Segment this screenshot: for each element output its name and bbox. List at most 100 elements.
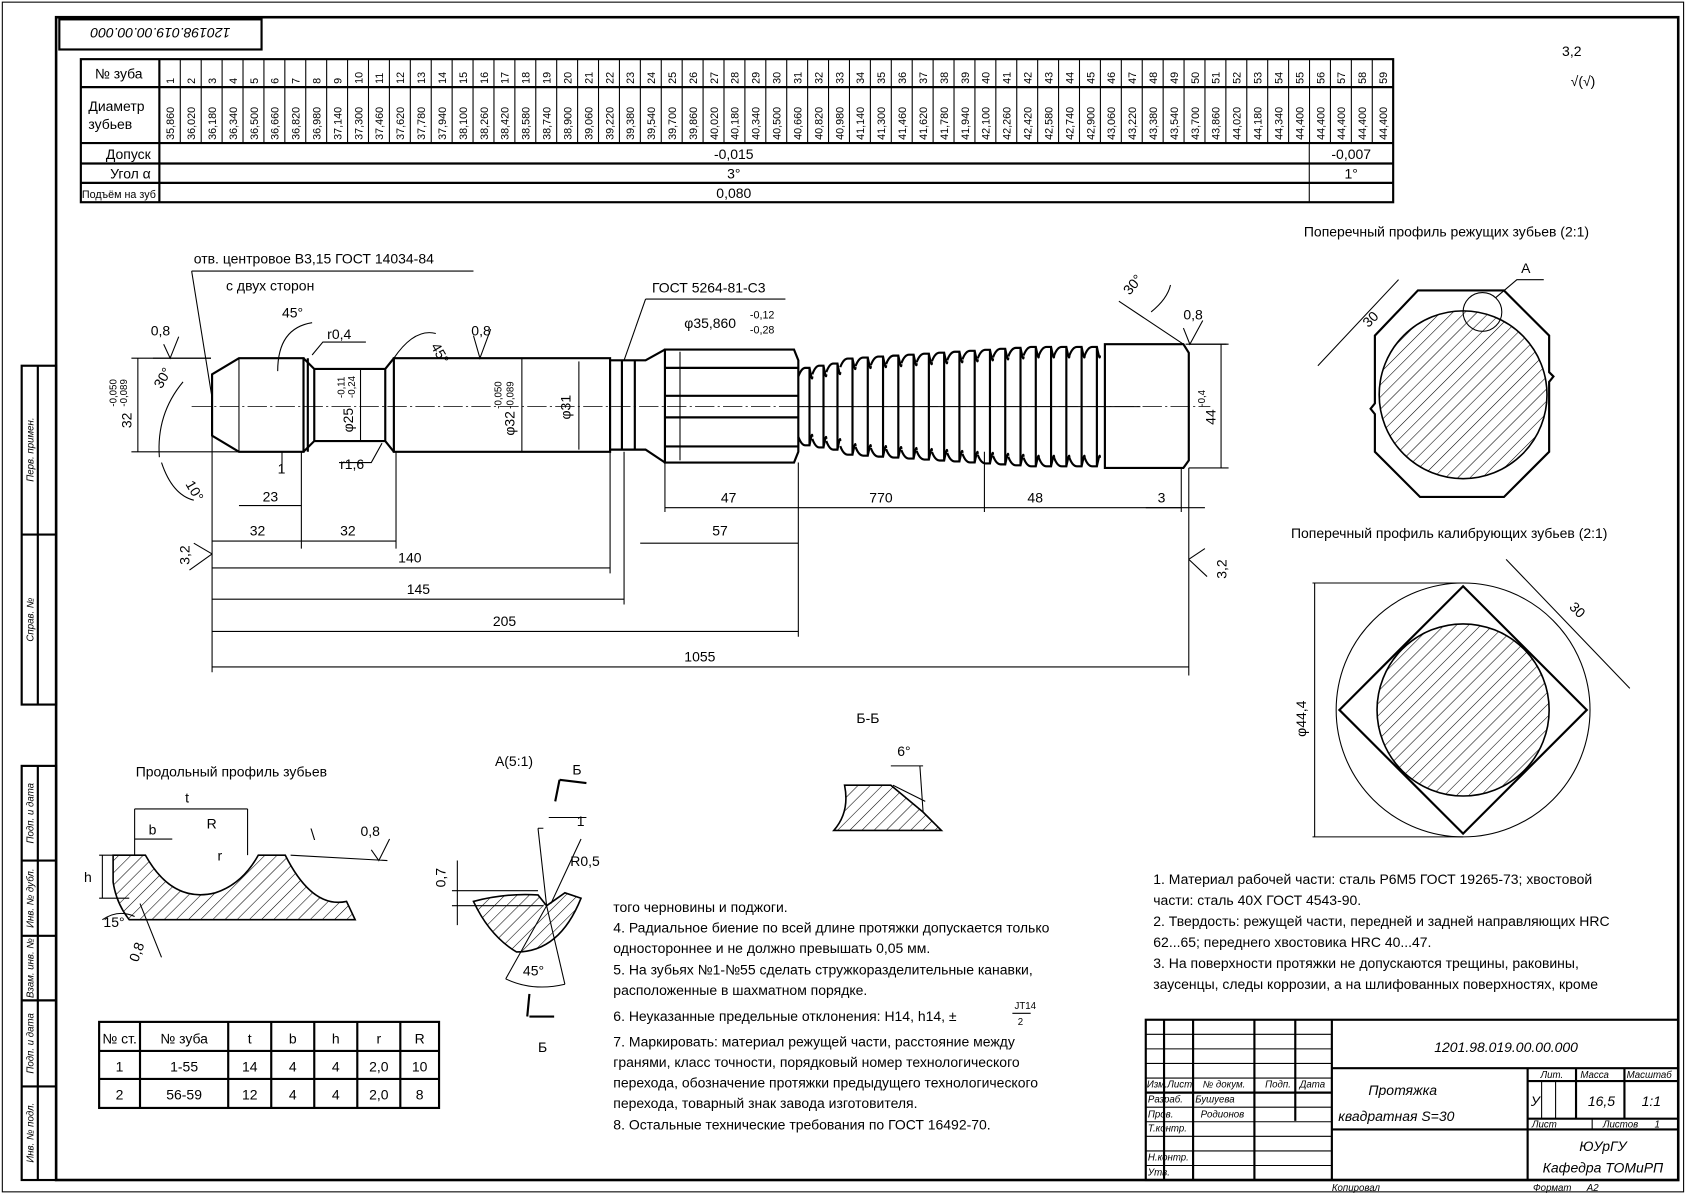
tooth-number: 48 bbox=[1148, 72, 1160, 84]
profile-table-cell: 2,0 bbox=[369, 1058, 389, 1074]
tooth-number: 9 bbox=[332, 78, 344, 84]
diameter-25-upper: -0,11 bbox=[336, 377, 347, 398]
profile-table-cell: 4 bbox=[289, 1086, 297, 1102]
tooth-number: 8 bbox=[312, 78, 324, 84]
label-tolerance: Допуск bbox=[106, 146, 152, 162]
roughness-08: 0,8 bbox=[1183, 306, 1203, 322]
role-label: Н.контр. bbox=[1148, 1153, 1189, 1164]
detail-a-radius: R0,5 bbox=[570, 853, 600, 869]
format-label: Формат bbox=[1533, 1183, 1571, 1194]
tooth-diameter: 44,400 bbox=[1294, 107, 1306, 140]
dim-770: 770 bbox=[869, 489, 893, 505]
tooth-diameter: 37,140 bbox=[332, 107, 344, 140]
tooth-number: 11 bbox=[374, 73, 386, 84]
note-line: 7. Маркировать: материал режущей части, … bbox=[613, 1034, 1015, 1050]
calibrating-profile-title: Поперечный профиль калибрующих зубьев (2… bbox=[1291, 525, 1607, 541]
calibrating-profile-size: 30 bbox=[1566, 599, 1588, 621]
tooth-diameter: 44,340 bbox=[1273, 107, 1285, 140]
developer-name: Бушуева bbox=[1195, 1095, 1235, 1106]
roughness-symbol: √(√) bbox=[1571, 73, 1596, 89]
tooth-number: 54 bbox=[1273, 72, 1285, 84]
tooth-diameter: 40,820 bbox=[813, 107, 825, 140]
note-line: 5. На зубьях №1-№55 сделать стружкоразде… bbox=[613, 962, 1032, 978]
detail-a-view: А(5:1) Б 1 R0,5 0,7 45° Б bbox=[433, 753, 601, 1055]
col-label: Подп. bbox=[1265, 1080, 1291, 1091]
profile-table-header: № ст. bbox=[102, 1030, 137, 1046]
technical-notes-left: того черновины и поджоги. 4. Радиальное б… bbox=[613, 899, 1049, 1132]
note-line: перехода, обозначение протяжки предыдуще… bbox=[613, 1075, 1038, 1091]
stamp-box bbox=[58, 18, 263, 51]
dim-1055: 1055 bbox=[684, 649, 715, 665]
tooth-number: 30 bbox=[772, 72, 784, 84]
tooth-diameter: 39,860 bbox=[688, 107, 700, 140]
tooth-diameter: 41,620 bbox=[918, 107, 930, 140]
tooth-diameter: 39,380 bbox=[625, 107, 637, 140]
roughness-32: 3,2 bbox=[1213, 559, 1229, 579]
tooth-number: 13 bbox=[416, 72, 428, 84]
note-line: 2. Твердость: режущей части, передней и … bbox=[1153, 913, 1609, 929]
tooth-diameter: 43,060 bbox=[1106, 107, 1118, 140]
tooth-number: 27 bbox=[709, 72, 721, 84]
section-bb-view: Б-Б 6° bbox=[832, 710, 944, 832]
tooth-diameter: 36,660 bbox=[270, 107, 282, 140]
tooth-number: 57 bbox=[1336, 72, 1348, 84]
tooth-diameter: 41,460 bbox=[897, 107, 909, 140]
section-bb-angle: 6° bbox=[897, 743, 910, 759]
note-line: перехода, товарный знак завода изготовит… bbox=[613, 1095, 917, 1111]
profile-table-cell: 14 bbox=[242, 1058, 258, 1074]
tooth-diameter: 39,540 bbox=[646, 107, 658, 140]
diameter-32-left: 32 bbox=[118, 412, 134, 428]
sheets-label: Листов bbox=[1602, 1119, 1638, 1130]
long-profile-title: Продольный профиль зубьев bbox=[136, 764, 327, 780]
cutting-rise: 0,080 bbox=[716, 185, 751, 201]
tooth-diameter: 38,580 bbox=[521, 107, 533, 140]
angle-30: 30° bbox=[150, 365, 174, 391]
copied-label: Копировал bbox=[1332, 1183, 1381, 1194]
section-b-marker: Б bbox=[572, 761, 581, 777]
tooth-number: 5 bbox=[249, 78, 261, 84]
note-line: 4. Радиальное биение по всей длине протя… bbox=[613, 920, 1049, 936]
gost-groove-label: ГОСТ 5264-81-С3 bbox=[652, 280, 766, 296]
tooth-number: 21 bbox=[583, 72, 595, 84]
role-label: Разраб. bbox=[1148, 1095, 1183, 1106]
tooth-number: 35 bbox=[876, 72, 888, 84]
long-profile-h: h bbox=[84, 869, 92, 885]
tooth-diameter: 37,940 bbox=[437, 107, 449, 140]
tooth-number: 14 bbox=[437, 72, 449, 84]
profile-table-cell: 2,0 bbox=[369, 1086, 389, 1102]
note-line: того черновины и поджоги. bbox=[613, 899, 787, 915]
profile-table-header: R bbox=[415, 1030, 425, 1046]
note-line: 62...65; переднего хвостовика HRC 40...4… bbox=[1153, 934, 1431, 950]
tooth-diameter: 42,420 bbox=[1023, 107, 1035, 140]
profile-table-cell: 56-59 bbox=[166, 1086, 202, 1102]
profile-table-cell: 1 bbox=[116, 1058, 124, 1074]
side-strip: Перв. примен. Справ. № Подп. и дата Инв.… bbox=[20, 364, 58, 1182]
tooth-number: 44 bbox=[1064, 72, 1076, 84]
tooth-diameter: 36,500 bbox=[249, 107, 261, 140]
roughness-value: 3,2 bbox=[1562, 43, 1582, 59]
tooth-diameter: 36,180 bbox=[207, 107, 219, 140]
tooth-number: 49 bbox=[1169, 72, 1181, 84]
tooth-diameter: 40,660 bbox=[792, 107, 804, 140]
tooth-number: 2 bbox=[186, 78, 198, 84]
tooth-number: 58 bbox=[1357, 72, 1369, 84]
side-label: Перв. примен. bbox=[26, 417, 37, 481]
role-label: Т.контр. bbox=[1148, 1124, 1187, 1135]
tooth-diameter: 44,180 bbox=[1253, 107, 1265, 140]
title-block: 1201.98.019.00.00.000 Протяжка квадратна… bbox=[1144, 1018, 1680, 1194]
tooth-number: 50 bbox=[1190, 72, 1202, 84]
tooth-diameter: 41,140 bbox=[855, 107, 867, 140]
tooth-diameter: 36,980 bbox=[312, 107, 324, 140]
profile-table-header: № зуба bbox=[160, 1030, 208, 1046]
calibrating-tolerance: -0,007 bbox=[1331, 146, 1371, 162]
front-diameter-upper: -0,12 bbox=[750, 309, 775, 321]
tooth-number: 15 bbox=[458, 72, 470, 84]
tooth-number: 37 bbox=[918, 72, 930, 84]
tooth-diameter: 42,580 bbox=[1043, 107, 1055, 140]
note-line: части: сталь 40Х ГОСТ 4543-90. bbox=[1153, 892, 1361, 908]
long-profile-r: r bbox=[217, 848, 222, 864]
long-profile-R: R bbox=[207, 815, 217, 831]
profile-table-cell: 8 bbox=[416, 1086, 424, 1102]
profile-table-header: h bbox=[332, 1030, 340, 1046]
